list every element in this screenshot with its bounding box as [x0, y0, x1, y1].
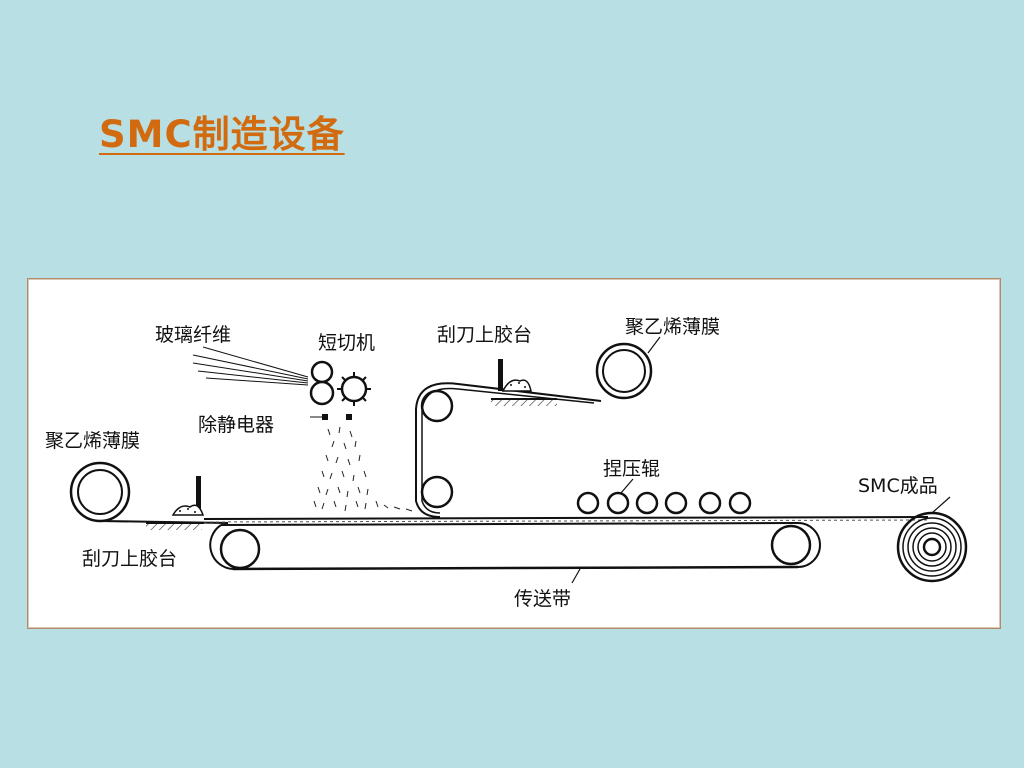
slide-title: SMC制造设备	[99, 113, 345, 156]
label-glass-fiber: 玻璃纤维	[155, 324, 231, 346]
glass-fiber-strands	[192, 346, 309, 386]
label-chopper: 短切机	[318, 332, 375, 354]
conveyor-belt	[209, 522, 821, 571]
smc-process-diagram: 玻璃纤维 短切机 刮刀上胶台 聚乙烯薄膜 除静电器 聚乙烯薄膜 捏压辊 SMC成…	[45, 316, 968, 610]
label-compaction-rollers: 捏压辊	[603, 458, 660, 480]
compaction-rollers	[576, 478, 752, 515]
material-layer	[203, 516, 929, 520]
chopper	[309, 360, 371, 406]
label-pe-film-left: 聚乙烯薄膜	[45, 430, 140, 452]
diagram-panel: 玻璃纤维 短切机 刮刀上胶台 聚乙烯薄膜 除静电器 聚乙烯薄膜 捏压辊 SMC成…	[27, 278, 1001, 629]
lower-guide-roller	[420, 475, 454, 509]
pe-film-roll-top	[595, 336, 661, 400]
label-smc-product: SMC成品	[858, 475, 938, 497]
label-static-eliminator: 除静电器	[198, 414, 274, 436]
label-pe-film-top: 聚乙烯薄膜	[625, 316, 720, 338]
chopped-fiber-spray	[313, 426, 413, 512]
doctor-blade-station-top	[491, 359, 557, 406]
doctor-blade-station-bottom	[146, 476, 205, 530]
static-eliminator	[310, 414, 352, 420]
pe-film-roll-left	[69, 461, 229, 524]
label-conveyor-belt: 传送带	[514, 588, 571, 610]
label-doctor-blade-bottom: 刮刀上胶台	[82, 548, 177, 570]
upper-film-path	[415, 382, 602, 518]
conveyor-left-pulley	[219, 528, 261, 570]
upper-guide-roller	[420, 389, 454, 423]
smc-product-roll	[896, 496, 968, 583]
label-doctor-blade-top: 刮刀上胶台	[437, 324, 532, 346]
conveyor-right-pulley	[770, 524, 812, 566]
